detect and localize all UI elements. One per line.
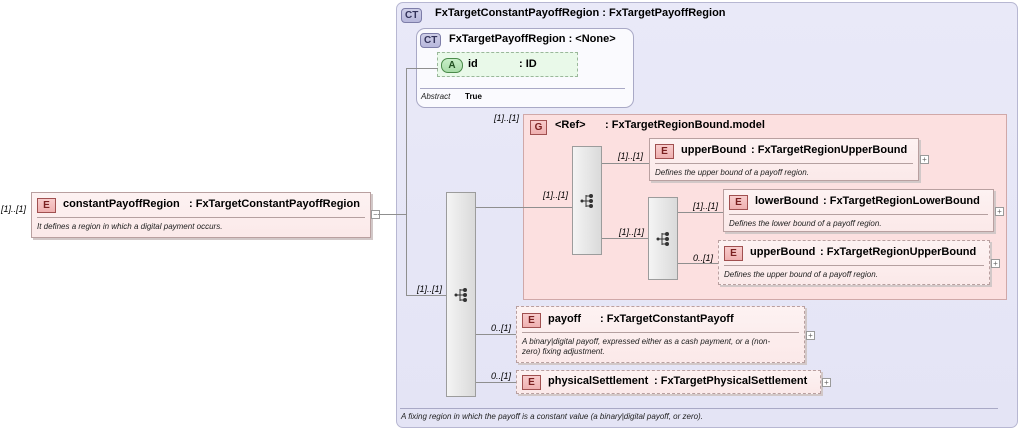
physical-settlement-type: : FxTargetPhysicalSettlement	[654, 375, 808, 387]
lower-bound-cardinality: [1]..[1]	[693, 201, 719, 211]
sequence-cardinality: [1]..[1]	[417, 284, 443, 294]
choice-icon	[580, 194, 593, 208]
element-badge: E	[37, 198, 56, 213]
base-type-badge: CT	[420, 33, 442, 48]
lower-bound-doc: Defines the lower bound of a payoff regi…	[729, 219, 882, 228]
upper-bound-2-cardinality: 0..[1]	[693, 253, 714, 263]
attribute-type: : ID	[519, 58, 537, 70]
upper-bound-1-card[interactable]: E upperBound : FxTargetRegionUpperBound …	[649, 138, 919, 181]
group-ref-name: <Ref>	[555, 119, 586, 131]
sequence-icon	[656, 232, 669, 246]
upper-bound-2-type: : FxTargetRegionUpperBound	[820, 246, 977, 258]
choice-compositor[interactable]	[572, 146, 602, 255]
complex-type-badge: CT	[401, 8, 423, 23]
root-element-doc: It defines a region in which a digital p…	[37, 222, 223, 231]
upper-bound-1-doc: Defines the upper bound of a payoff regi…	[655, 168, 809, 177]
physical-settlement-card[interactable]: E physicalSettlement : FxTargetPhysicalS…	[516, 370, 821, 394]
abstract-value: True	[465, 92, 482, 101]
payoff-name: payoff	[548, 313, 581, 325]
group-ref-type: : FxTargetRegionBound.model	[605, 119, 765, 131]
element-badge: E	[729, 195, 748, 210]
sequence-icon	[454, 288, 467, 302]
payoff-doc-line-2: zero) fixing adjustment.	[522, 347, 605, 356]
upper-bound-2-name: upperBound	[750, 246, 816, 258]
expand-icon[interactable]: +	[995, 207, 1004, 216]
root-cardinality: [1]..[1]	[1, 204, 27, 214]
base-type-name: FxTargetPayoffRegion : <None>	[449, 33, 616, 45]
lower-bound-type: : FxTargetRegionLowerBound	[823, 195, 980, 207]
complex-type-name: FxTargetConstantPayoffRegion : FxTargetP…	[435, 7, 726, 19]
payoff-cardinality: 0..[1]	[491, 323, 512, 333]
payoff-type: : FxTargetConstantPayoff	[600, 313, 734, 325]
abstract-label: Abstract	[421, 92, 451, 101]
attribute-name: id	[468, 58, 478, 70]
element-badge: E	[522, 313, 541, 328]
attribute-badge: A	[441, 58, 463, 73]
group-badge: G	[530, 120, 547, 135]
inner-sequence-compositor[interactable]	[648, 197, 678, 280]
root-element-type: : FxTargetConstantPayoffRegion	[189, 198, 360, 210]
expand-icon[interactable]: +	[920, 155, 929, 164]
payoff-doc-line-1: A binary|digital payoff, expressed eithe…	[522, 337, 771, 346]
root-element-name: constantPayoffRegion	[63, 198, 180, 210]
upper-bound-2-doc: Defines the upper bound of a payoff regi…	[724, 270, 878, 279]
lower-bound-card[interactable]: E lowerBound : FxTargetRegionLowerBound …	[723, 189, 994, 232]
element-badge: E	[724, 246, 743, 261]
choice-cardinality: [1]..[1]	[543, 190, 569, 200]
root-element-card[interactable]: E constantPayoffRegion : FxTargetConstan…	[31, 192, 371, 238]
payoff-card[interactable]: E payoff : FxTargetConstantPayoff A bina…	[516, 306, 805, 363]
lower-bound-name: lowerBound	[755, 195, 819, 207]
element-badge: E	[522, 375, 541, 390]
sequence-compositor[interactable]	[446, 192, 476, 397]
upper-bound-1-type: : FxTargetRegionUpperBound	[751, 144, 908, 156]
physical-settlement-cardinality: 0..[1]	[491, 371, 512, 381]
upper-bound-1-cardinality: [1]..[1]	[618, 151, 644, 161]
upper-bound-2-card[interactable]: E upperBound : FxTargetRegionUpperBound …	[718, 240, 990, 285]
complex-type-doc: A fixing region in which the payoff is a…	[401, 412, 703, 421]
expand-icon[interactable]: +	[991, 259, 1000, 268]
expand-icon[interactable]: +	[822, 378, 831, 387]
inner-sequence-cardinality: [1]..[1]	[619, 227, 645, 237]
physical-settlement-name: physicalSettlement	[548, 375, 649, 387]
element-badge: E	[655, 144, 674, 159]
expand-icon[interactable]: +	[806, 331, 815, 340]
upper-bound-1-name: upperBound	[681, 144, 747, 156]
group-cardinality: [1]..[1]	[494, 113, 520, 123]
